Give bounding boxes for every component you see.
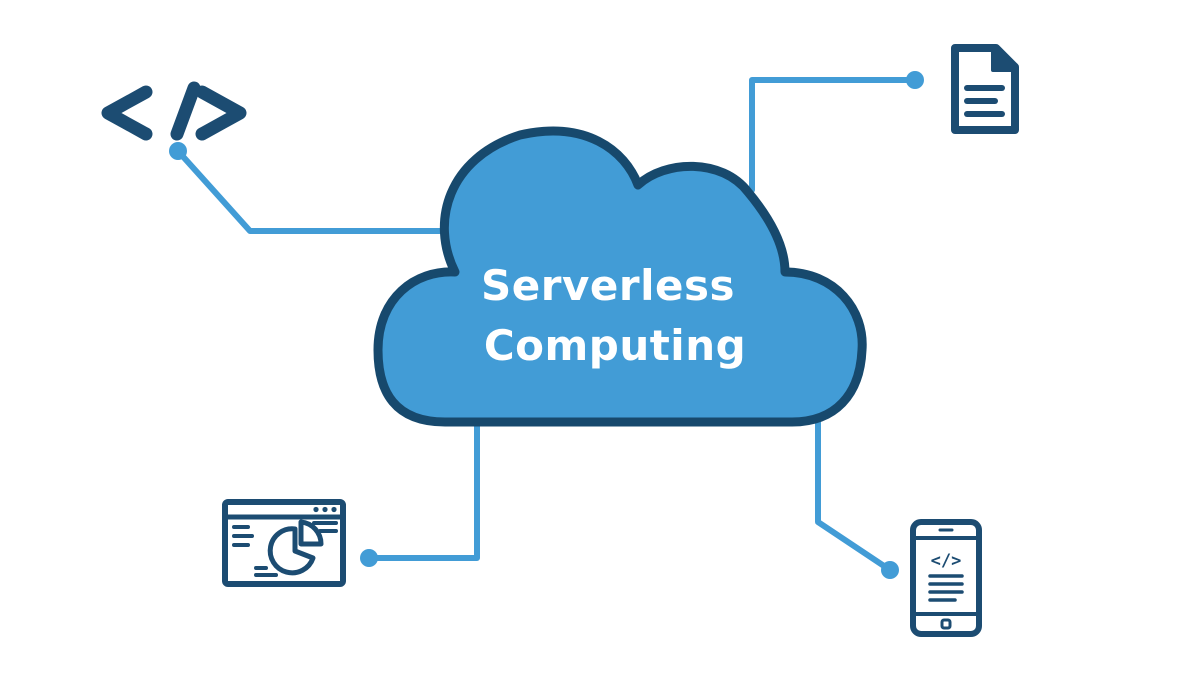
connector-document [749, 77, 918, 193]
connector-dot-document [906, 71, 924, 89]
connector-dot-code [169, 142, 187, 160]
connector-browser [366, 422, 480, 561]
connector-mobile [815, 417, 893, 573]
mobile-code-text: </> [931, 551, 962, 571]
connector-dots [169, 71, 924, 579]
cloud-title-line2: Computing [484, 321, 746, 370]
connector-code [175, 148, 443, 234]
connectors [175, 77, 918, 573]
connector-dot-browser [360, 549, 378, 567]
mobile-code-icon: </> [910, 519, 982, 637]
code-brackets-icon [101, 81, 247, 141]
document-icon [951, 44, 1019, 134]
browser-chart-icon [222, 499, 346, 587]
connector-dot-mobile [881, 561, 899, 579]
cloud-title-line1: Serverless [481, 261, 735, 310]
cloud-shape [373, 126, 867, 427]
